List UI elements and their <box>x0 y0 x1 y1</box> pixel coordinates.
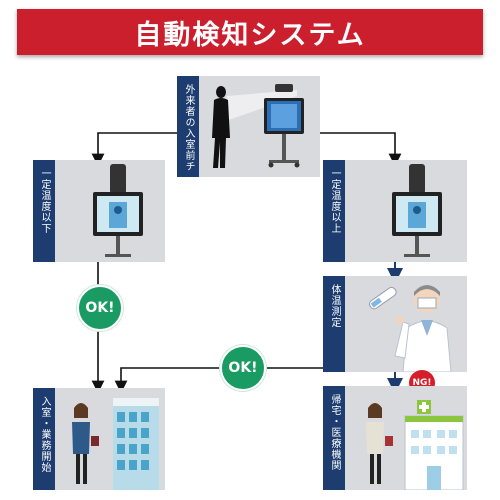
panel-label-home-medical: 帰宅・医療機関 <box>323 386 345 490</box>
visitor-scene <box>199 76 320 177</box>
panel-temperature-measure: 体温測定 NG! <box>323 276 467 396</box>
panel-label-temperature-measure: 体温測定 <box>323 276 345 372</box>
panel-label-above-threshold: 一定温度以上 <box>323 160 345 262</box>
panel-below-threshold: 一定温度以下 <box>33 160 165 262</box>
page-title: 自動検知システム <box>134 19 366 51</box>
arrow-top-to-left <box>91 132 177 167</box>
office-scene <box>55 388 165 490</box>
panel-home-medical: 帰宅・医療機関 <box>323 386 467 491</box>
title-banner: 自動検知システム <box>17 9 483 55</box>
panel-above-threshold: 一定温度以上 <box>323 160 467 262</box>
doctor-scene <box>345 276 467 373</box>
hospital-scene <box>345 386 467 491</box>
panel-label-entry-work-start: 入室・業務開始 <box>33 388 55 490</box>
panel-entry-work-start: 入室・業務開始 <box>33 388 165 490</box>
ok-badge-left: OK! <box>77 285 123 331</box>
ok-badge-middle: OK! <box>220 345 266 391</box>
thermal-monitor-left <box>55 160 165 262</box>
panel-label-visitor-check: 外来者の入室前チェック <box>161 76 199 177</box>
panel-label-below-threshold: 一定温度以下 <box>33 160 55 262</box>
visitor-camera-illustration <box>212 84 304 168</box>
thermal-monitor-right <box>345 160 467 262</box>
arrow-top-to-right <box>320 132 402 167</box>
panel-visitor-check: 外来者の入室前チェック <box>161 76 320 177</box>
